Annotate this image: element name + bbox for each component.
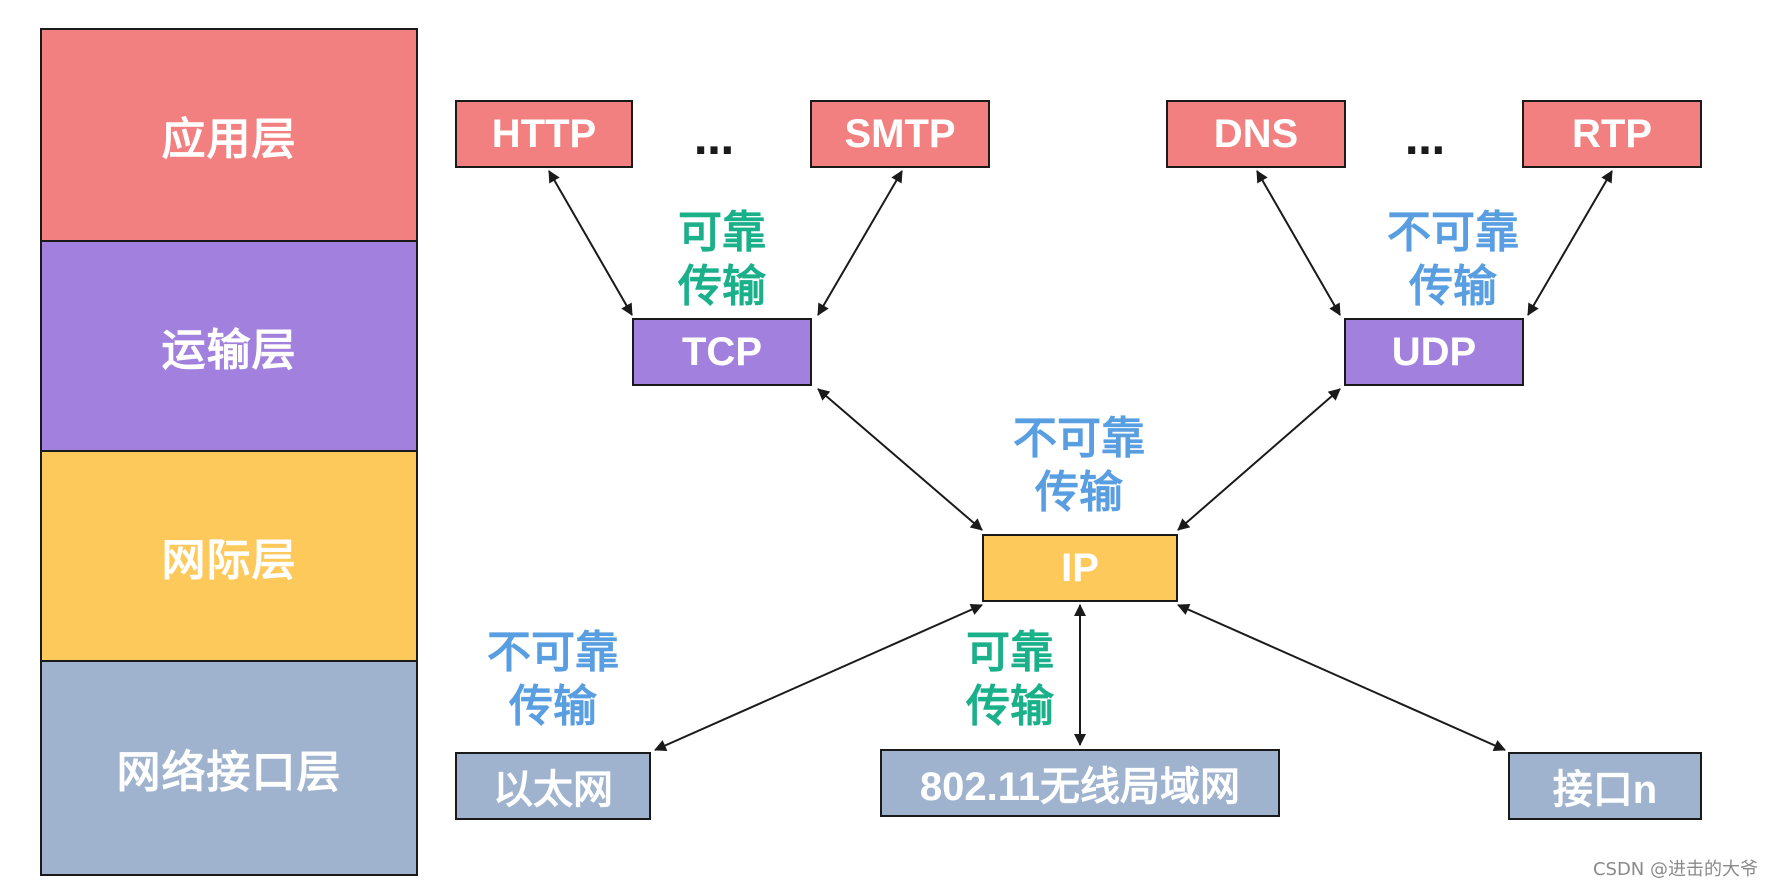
watermark: CSDN @进击的大爷 [1592, 859, 1758, 880]
note-tcp-reliable: 可靠 传输 [650, 206, 794, 314]
note-wlan-reliable-line1: 可靠 [966, 627, 1054, 678]
note-udp-unreliable-line2: 传输 [1409, 261, 1497, 312]
layer-network-interface: 网络接口层 [40, 660, 418, 876]
note-ip-unreliable-line2: 传输 [1035, 467, 1123, 518]
note-ip-unreliable: 不可靠 传输 [986, 412, 1172, 520]
ellipsis-left: … [694, 118, 740, 164]
layer-network-interface-label: 网络接口层 [116, 747, 342, 798]
protocol-http-label: HTTP [491, 111, 597, 156]
arrow-udp-ip [1177, 388, 1341, 531]
note-ethernet-unreliable-line2: 传输 [509, 681, 597, 732]
note-wlan-reliable-line2: 传输 [966, 681, 1054, 732]
arrow-ip-ethernet [654, 603, 983, 752]
note-ethernet-unreliable: 不可靠 传输 [460, 626, 646, 734]
layer-application-label: 应用层 [161, 114, 297, 165]
protocol-smtp-label: SMTP [844, 111, 956, 156]
note-udp-unreliable-line1: 不可靠 [1387, 207, 1519, 258]
protocol-ip-label: IP [1061, 545, 1099, 590]
layer-internet: 网际层 [40, 450, 418, 662]
protocol-http-box: HTTP [455, 100, 633, 168]
protocol-dns-box: DNS [1166, 100, 1346, 168]
protocol-tcp-label: TCP [682, 329, 762, 374]
network-wlan-box: 802.11无线局域网 [880, 749, 1280, 817]
layer-transport-label: 运输层 [161, 325, 297, 376]
arrow-rtp-udp [1527, 170, 1613, 316]
protocol-smtp-box: SMTP [810, 100, 990, 168]
arrow-tcp-ip [817, 388, 983, 531]
note-udp-unreliable: 不可靠 传输 [1360, 206, 1546, 314]
ellipsis-right: … [1405, 118, 1451, 164]
note-tcp-reliable-line1: 可靠 [678, 207, 766, 258]
network-ethernet-label: 以太网 [493, 768, 613, 812]
network-interface-n-box: 接口n [1508, 752, 1702, 820]
arrow-dns-udp [1256, 170, 1341, 316]
network-ethernet-box: 以太网 [455, 752, 651, 820]
arrow-smtp-tcp [817, 170, 903, 316]
arrow-http-tcp [548, 170, 633, 316]
note-tcp-reliable-line2: 传输 [678, 261, 766, 312]
note-ip-unreliable-line1: 不可靠 [1013, 413, 1145, 464]
protocol-dns-label: DNS [1213, 111, 1299, 156]
protocol-rtp-label: RTP [1572, 111, 1652, 156]
layer-internet-label: 网际层 [161, 535, 297, 586]
note-ethernet-unreliable-line1: 不可靠 [487, 627, 619, 678]
protocol-tcp-box: TCP [632, 318, 812, 386]
protocol-rtp-box: RTP [1522, 100, 1702, 168]
network-interface-n-label: 接口n [1552, 768, 1658, 812]
note-wlan-reliable: 可靠 传输 [938, 626, 1082, 734]
protocol-udp-label: UDP [1391, 329, 1477, 374]
protocol-udp-box: UDP [1344, 318, 1524, 386]
arrow-ip-interface-n [1177, 603, 1506, 752]
layer-application: 应用层 [40, 28, 418, 242]
network-wlan-label: 802.11无线局域网 [919, 765, 1241, 809]
protocol-ip-box: IP [982, 534, 1178, 602]
